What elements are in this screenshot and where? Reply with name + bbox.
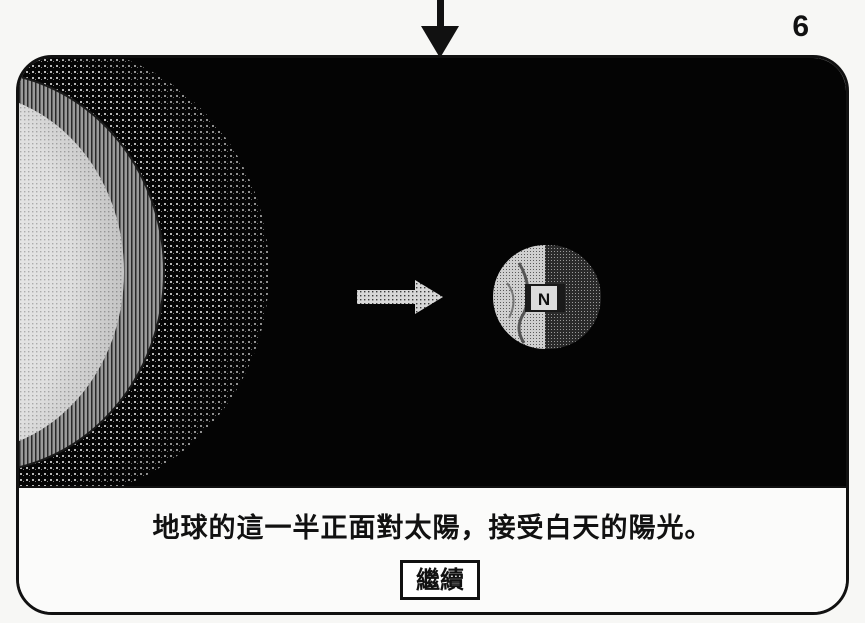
right-arrow-icon — [357, 280, 443, 314]
caption-area: 地球的這一半正面對太陽，接受白天的陽光。 繼續 — [19, 486, 846, 612]
continue-button[interactable]: 繼續 — [400, 560, 480, 600]
page-number: 6 — [792, 10, 809, 43]
caption-text: 地球的這一半正面對太陽，接受白天的陽光。 — [152, 513, 713, 544]
space-scene: N — [19, 58, 846, 486]
earth-north-marker: N — [538, 290, 550, 309]
earth-icon: N — [493, 245, 601, 349]
down-arrow-icon — [421, 0, 459, 58]
screen-frame: N 地球的這一半正面對太陽，接受白天的陽光。 繼續 — [16, 55, 849, 615]
sun-icon — [19, 58, 269, 486]
